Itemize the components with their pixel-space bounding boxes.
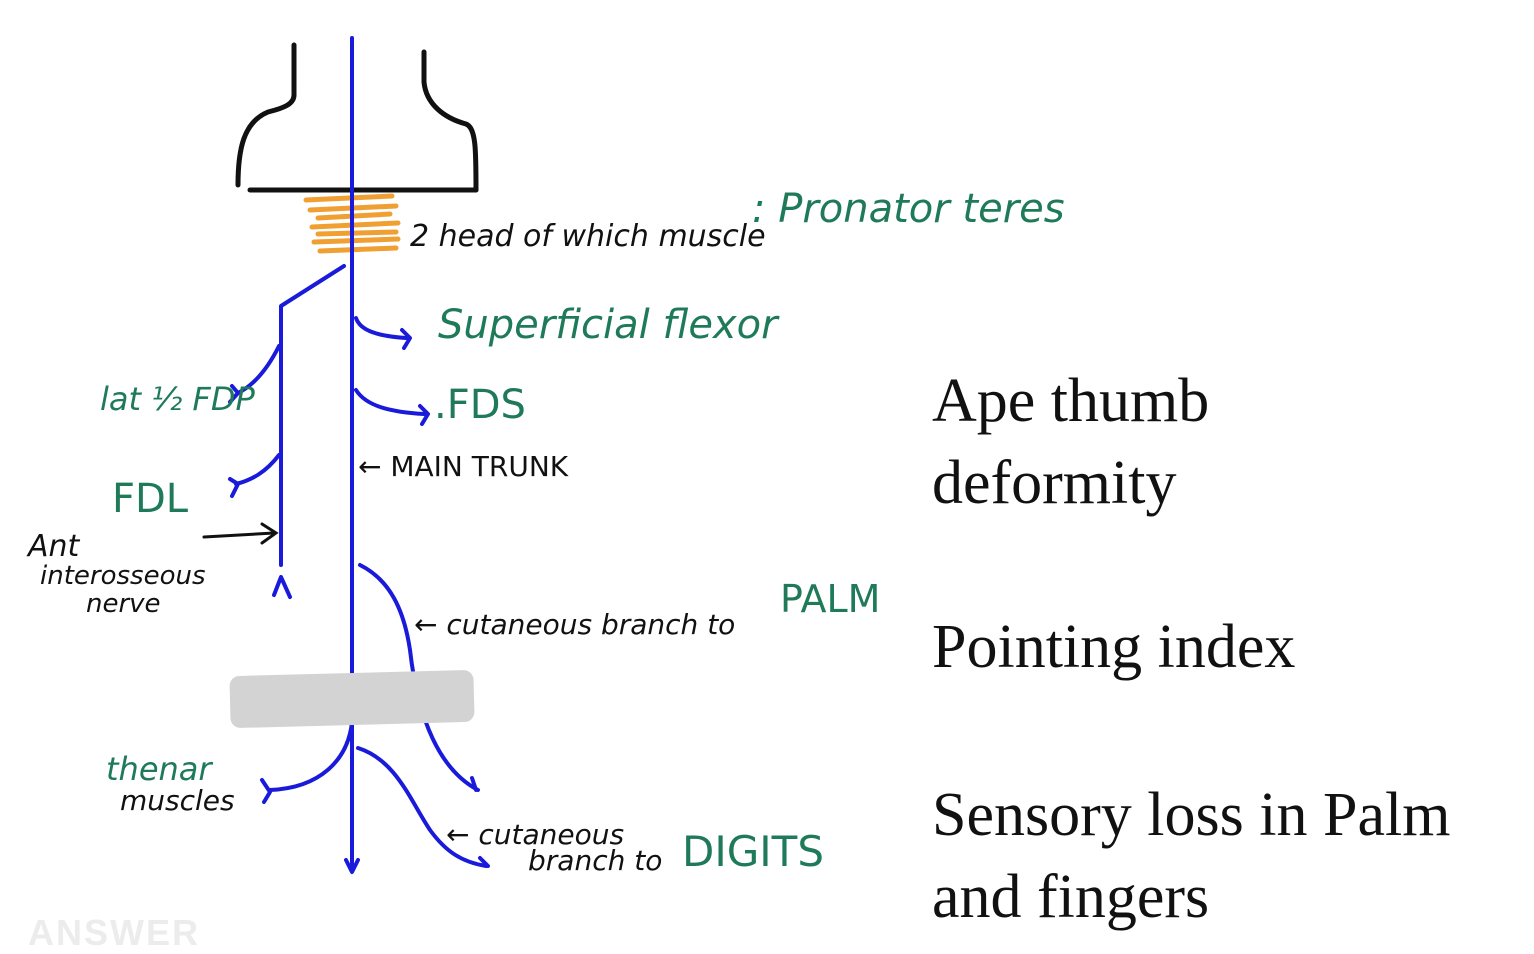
label-ant-interosseous-2: interosseous [40, 561, 206, 591]
label-cutaneous-palm: ← cutaneous branch to [414, 608, 735, 641]
label-palm: PALM [780, 577, 880, 621]
median-nerve [228, 36, 490, 874]
flexor-retinaculum-band [229, 670, 475, 728]
label-ant-interosseous-1: Ant [26, 529, 81, 564]
label-fds: .FDS [434, 382, 526, 428]
finding-sensory-loss: Sensory loss in Palm and fingers [932, 774, 1450, 938]
label-lat-fdp: lat ½ FDP [100, 380, 255, 418]
anterior-interosseous-branch [279, 264, 346, 567]
palmar-cutaneous-branch [358, 563, 480, 792]
label-two-head: 2 head of which muscle [410, 219, 766, 254]
label-digits: DIGITS [682, 827, 824, 876]
label-pronator-teres: : Pronator teres [752, 186, 1065, 232]
finding-sensory-loss-line1: Sensory loss in Palm [932, 781, 1451, 849]
label-cutaneous-digits-2: branch to [528, 844, 662, 877]
label-main-trunk: ← MAIN TRUNK [358, 450, 569, 483]
label-fdl: FDL [112, 476, 189, 522]
elbow-outline [235, 42, 479, 193]
finding-ape-thumb: Ape thumb deformity [932, 360, 1209, 524]
answer-watermark: ANSWER [28, 912, 200, 953]
finding-sensory-loss-line2: and fingers [932, 863, 1210, 931]
label-thenar-2: muscles [120, 784, 235, 817]
finding-pointing-index-text: Pointing index [932, 613, 1296, 681]
finding-ape-thumb-line2: deformity [932, 449, 1177, 517]
label-thenar-1: thenar [106, 750, 213, 788]
pointer-arrows [202, 522, 279, 545]
label-superficial-flexor: Superficial flexor [438, 302, 780, 348]
label-cutaneous-digits-1: ← cutaneous [446, 818, 624, 851]
finding-ape-thumb-line1: Ape thumb [932, 367, 1210, 435]
label-ant-interosseous-3: nerve [86, 589, 161, 619]
finding-pointing-index: Pointing index [932, 606, 1295, 688]
